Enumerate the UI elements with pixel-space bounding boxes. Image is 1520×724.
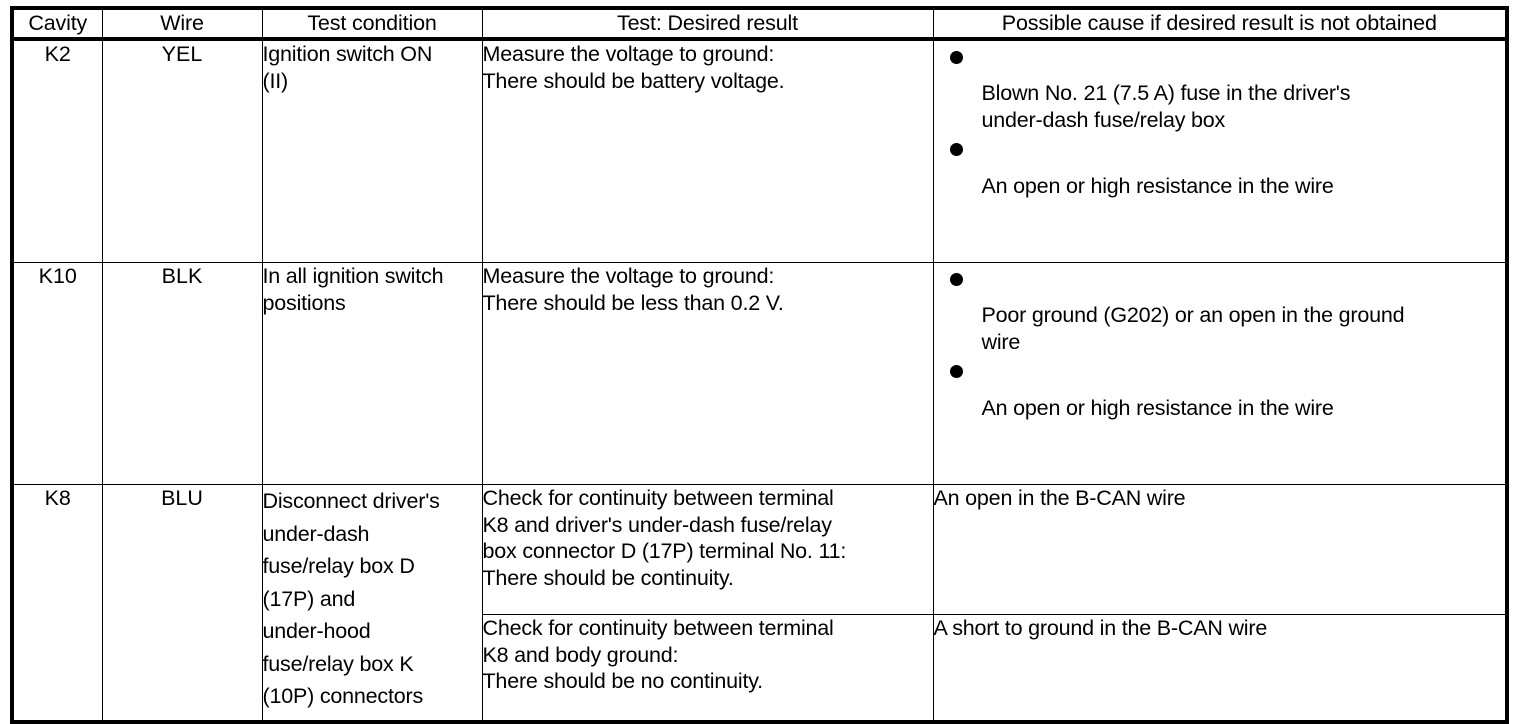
cell-test-desired-result: Check for continuity between terminal K8…	[481, 614, 934, 723]
cause-text: Poor ground (G202) or an open in the gro…	[981, 303, 1405, 354]
table-header-row: Cavity Wire Test condition Test: Desired…	[11, 7, 1508, 41]
cell-possible-cause: A short to ground in the B-CAN wire	[932, 614, 1508, 723]
bullet-dot-icon	[949, 273, 963, 286]
cell-possible-cause: Blown No. 21 (7.5 A) fuse in the driver'…	[932, 38, 1508, 263]
column-header-cavity: Cavity	[11, 7, 103, 41]
table-row: K2 YEL Ignition switch ON (II) Measure t…	[11, 38, 1508, 263]
table-row: Check for continuity between terminal K8…	[12, 614, 1508, 723]
cell-test-desired-result: Check for continuity between terminal K8…	[481, 484, 934, 615]
cause-text: An open or high resistance in the wire	[981, 174, 1334, 198]
bullet-spacer	[934, 41, 1506, 80]
cell-cavity: K8	[11, 484, 103, 723]
list-item: Poor ground (G202) or an open in the gro…	[934, 263, 1506, 355]
bullet-spacer	[934, 133, 1506, 173]
cause-bullet-list: Blown No. 21 (7.5 A) fuse in the driver'…	[934, 41, 1506, 200]
cell-wire: BLU	[101, 484, 263, 723]
cell-wire: YEL	[101, 38, 263, 263]
cell-test-desired-result: Measure the voltage to ground: There sho…	[481, 262, 934, 485]
cell-wire: BLK	[101, 262, 263, 485]
list-item: An open or high resistance in the wire	[934, 133, 1506, 200]
table-row: K8 BLU Disconnect driver's under-dash fu…	[11, 484, 1508, 723]
list-item: Blown No. 21 (7.5 A) fuse in the driver'…	[934, 41, 1506, 133]
cell-cavity: K2	[11, 38, 103, 263]
cell-possible-cause: An open in the B-CAN wire	[932, 484, 1508, 615]
bullet-spacer	[934, 355, 1506, 395]
bullet-dot-icon	[949, 51, 963, 64]
bullet-dot-icon	[949, 143, 963, 156]
cell-test-condition: In all ignition switch positions	[261, 262, 483, 485]
column-header-test-desired-result: Test: Desired result	[481, 7, 934, 41]
list-item: An open or high resistance in the wire	[934, 355, 1506, 422]
bullet-dot-icon	[949, 365, 963, 378]
table-row: K10 BLK In all ignition switch positions…	[11, 262, 1508, 485]
cell-test-condition: Disconnect driver's under-dash fuse/rela…	[261, 484, 483, 723]
diagnostic-test-table: Cavity Wire Test condition Test: Desired…	[10, 6, 1509, 724]
cause-text: Blown No. 21 (7.5 A) fuse in the driver'…	[981, 81, 1351, 132]
cell-test-desired-result: Measure the voltage to ground: There sho…	[481, 38, 934, 263]
cell-possible-cause: Poor ground (G202) or an open in the gro…	[932, 262, 1508, 485]
cause-text: An open or high resistance in the wire	[981, 396, 1334, 420]
column-header-test-condition: Test condition	[261, 7, 483, 41]
cell-test-condition: Ignition switch ON (II)	[261, 38, 483, 263]
column-header-possible-cause: Possible cause if desired result is not …	[932, 7, 1508, 41]
column-header-wire: Wire	[101, 7, 263, 41]
cell-cavity: K10	[11, 262, 103, 485]
bullet-spacer	[934, 263, 1506, 302]
cause-bullet-list: Poor ground (G202) or an open in the gro…	[934, 263, 1506, 422]
